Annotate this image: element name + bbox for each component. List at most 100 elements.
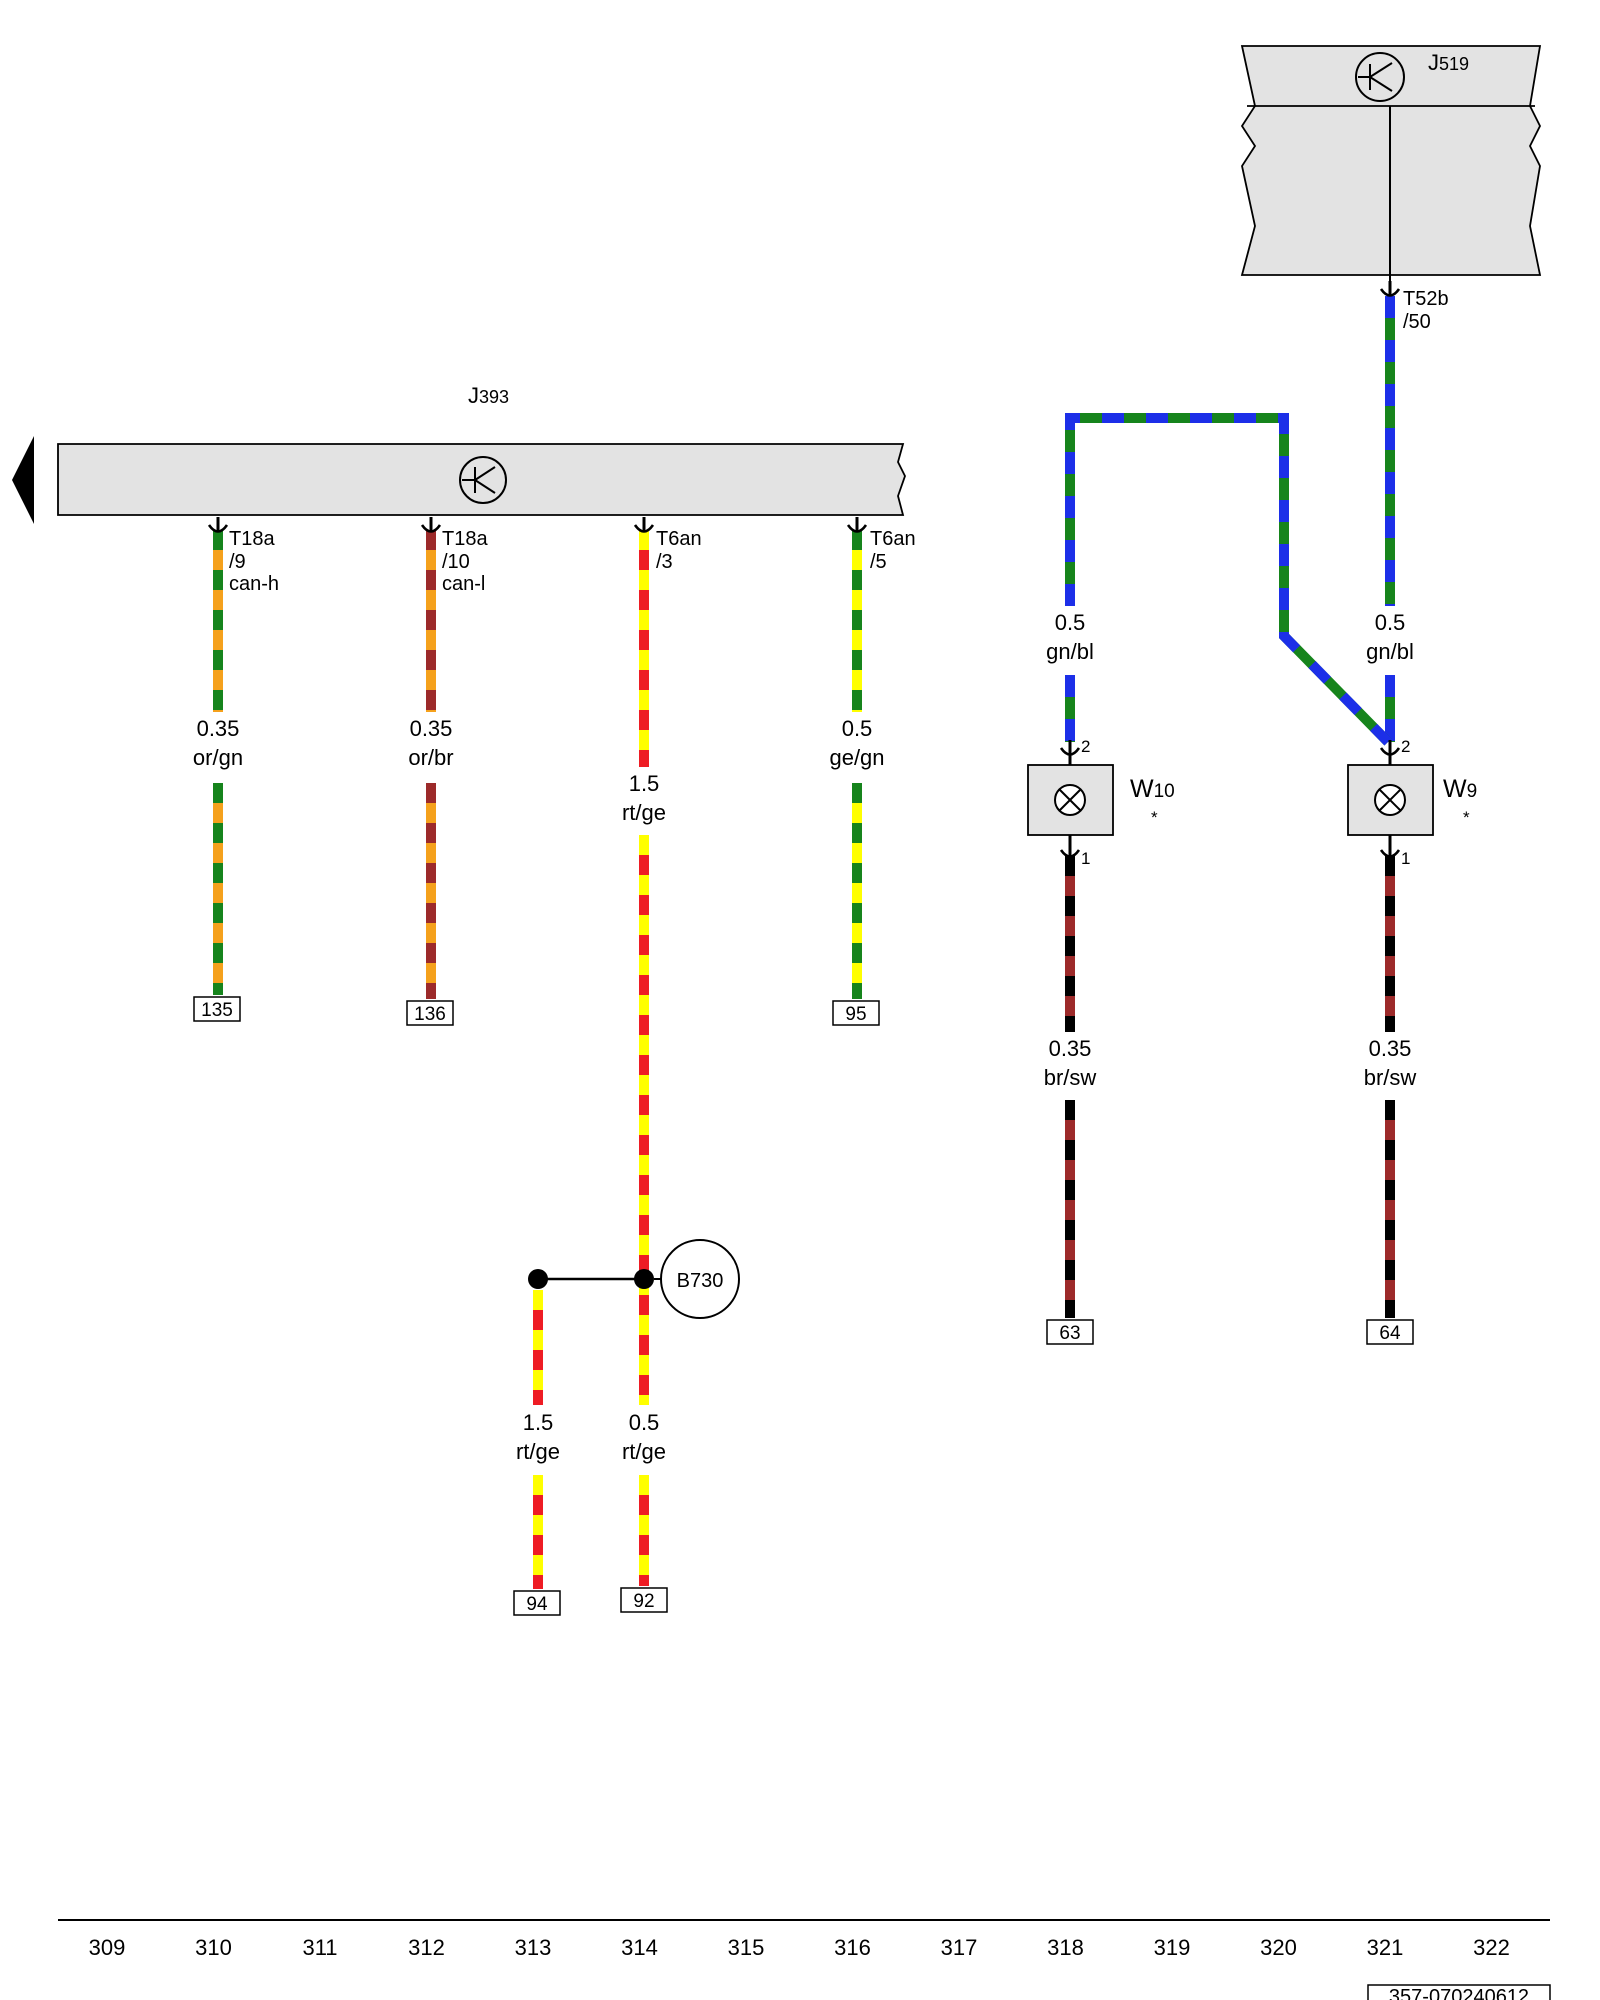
- j393-control-unit[interactable]: J393: [12, 383, 906, 524]
- svg-text:/3: /3: [656, 551, 673, 573]
- ruler-label: 310: [195, 1935, 232, 1960]
- ruler-label: 321: [1367, 1935, 1404, 1960]
- connector-t18a-9[interactable]: T18a /9 can-h: [229, 528, 279, 595]
- svg-text:0.35: 0.35: [197, 716, 240, 741]
- lamp-w10-icon: [1054, 784, 1086, 816]
- wires-layer: [213, 296, 1395, 1589]
- svg-text:/9: /9: [229, 551, 246, 573]
- terminal-94[interactable]: 94: [513, 1590, 561, 1616]
- connector-icon-t18a-9: [207, 517, 229, 533]
- connector-t6an-3[interactable]: T6an /3: [656, 528, 702, 573]
- j519-label: J519: [1428, 50, 1469, 75]
- ruler-label: 313: [515, 1935, 552, 1960]
- wire-label-rt-ge-branch: 1.5 rt/ge: [516, 1410, 560, 1464]
- svg-text:136: 136: [414, 1004, 446, 1025]
- svg-text:63: 63: [1059, 1323, 1080, 1344]
- wire-label-br-sw-right: 0.35 br/sw: [1364, 1036, 1417, 1090]
- connector-t52b-50[interactable]: T52b /50: [1403, 288, 1449, 333]
- terminal-95[interactable]: 95: [832, 1000, 880, 1026]
- svg-text:rt/ge: rt/ge: [516, 1439, 560, 1464]
- j393-label: J393: [468, 383, 509, 408]
- wire-label-rt-ge-main: 1.5 rt/ge: [622, 771, 666, 825]
- ruler-label: 315: [728, 1935, 765, 1960]
- wire-label-ge-gn: 0.5 ge/gn: [829, 716, 884, 770]
- svg-text:0.35: 0.35: [410, 716, 453, 741]
- ruler-label: 319: [1154, 1935, 1191, 1960]
- svg-text:gn/bl: gn/bl: [1046, 639, 1094, 664]
- svg-text:can-l: can-l: [442, 573, 485, 595]
- w9-note: *: [1463, 808, 1470, 827]
- ruler-label: 309: [89, 1935, 126, 1960]
- connector-icon-t6an-3: [633, 517, 655, 533]
- ruler-label: 317: [941, 1935, 978, 1960]
- ruler-label: 318: [1047, 1935, 1084, 1960]
- lamp-w10[interactable]: W10 *: [1027, 764, 1175, 836]
- ruler-label: 320: [1260, 1935, 1297, 1960]
- svg-text:0.35: 0.35: [1049, 1036, 1092, 1061]
- svg-text:or/br: or/br: [408, 745, 453, 770]
- svg-text:T6an: T6an: [656, 528, 702, 550]
- connector-icon-t52b-50: [1379, 281, 1401, 297]
- svg-text:92: 92: [633, 1591, 654, 1612]
- svg-text:0.5: 0.5: [842, 716, 873, 741]
- svg-text:95: 95: [845, 1004, 866, 1025]
- svg-text:64: 64: [1379, 1323, 1401, 1344]
- ruler-label: 314: [621, 1935, 658, 1960]
- lamp-w9-icon: [1374, 784, 1406, 816]
- terminal-64[interactable]: 64: [1366, 1319, 1414, 1345]
- terminal-92[interactable]: 92: [620, 1587, 668, 1613]
- w10-pin-2: 2: [1081, 737, 1090, 756]
- svg-text:rt/ge: rt/ge: [622, 800, 666, 825]
- svg-text:br/sw: br/sw: [1364, 1065, 1417, 1090]
- w9-label: W9: [1443, 775, 1477, 803]
- ruler-label: 311: [302, 1935, 337, 1960]
- svg-text:0.35: 0.35: [1369, 1036, 1412, 1061]
- w9-pin-2: 2: [1401, 737, 1410, 756]
- svg-text:0.5: 0.5: [629, 1410, 660, 1435]
- connector-t18a-10[interactable]: T18a /10 can-l: [442, 528, 488, 595]
- svg-text:/10: /10: [442, 551, 470, 573]
- svg-text:1.5: 1.5: [629, 771, 660, 796]
- wire-label-rt-ge-lower: 0.5 rt/ge: [622, 1410, 666, 1464]
- j519-transistor-icon: [1355, 52, 1405, 102]
- wire-label-br-sw-left: 0.35 br/sw: [1044, 1036, 1097, 1090]
- wire-label-gn-bl-right: 0.5 gn/bl: [1366, 610, 1414, 664]
- svg-text:1.5: 1.5: [523, 1410, 554, 1435]
- lamp-w9[interactable]: W9 *: [1347, 764, 1477, 836]
- ruler-label: 322: [1473, 1935, 1510, 1960]
- svg-text:357-070240612: 357-070240612: [1389, 1986, 1529, 2000]
- ruler-label: 316: [834, 1935, 871, 1960]
- svg-text:94: 94: [526, 1594, 548, 1615]
- svg-text:135: 135: [201, 1000, 233, 1021]
- w10-pin-1: 1: [1081, 849, 1090, 868]
- j519-control-unit[interactable]: J519: [1240, 45, 1542, 282]
- connector-icon-t6an-5: [846, 517, 868, 533]
- w9-pin-1: 1: [1401, 849, 1410, 868]
- connector-icon-t18a-10: [420, 517, 442, 533]
- ruler: 309 310 311 312 313 314 315 316 317 318 319 320 321 3…: [89, 1935, 1510, 1960]
- svg-text:0.5: 0.5: [1375, 610, 1406, 635]
- w10-label: W10: [1130, 775, 1175, 803]
- svg-text:T52b: T52b: [1403, 288, 1449, 310]
- svg-text:0.5: 0.5: [1055, 610, 1086, 635]
- svg-text:rt/ge: rt/ge: [622, 1439, 666, 1464]
- svg-text:can-h: can-h: [229, 573, 279, 595]
- svg-text:/50: /50: [1403, 311, 1431, 333]
- svg-text:ge/gn: ge/gn: [829, 745, 884, 770]
- connector-t6an-5[interactable]: T6an /5: [870, 528, 916, 573]
- junction-b730[interactable]: B730: [528, 1239, 740, 1319]
- b730-label: B730: [677, 1270, 724, 1292]
- terminal-63[interactable]: 63: [1046, 1319, 1094, 1345]
- wire-gn-bl-loop: [1065, 413, 1392, 746]
- svg-text:gn/bl: gn/bl: [1366, 639, 1414, 664]
- ruler-label: 312: [408, 1935, 445, 1960]
- document-id: 357-070240612: [1367, 1984, 1551, 2000]
- svg-text:/5: /5: [870, 551, 887, 573]
- w10-note: *: [1151, 808, 1158, 827]
- terminal-135[interactable]: 135: [193, 996, 241, 1022]
- wire-label-or-gn: 0.35 or/gn: [193, 716, 243, 770]
- svg-text:br/sw: br/sw: [1044, 1065, 1097, 1090]
- wire-label-or-br: 0.35 or/br: [408, 716, 453, 770]
- terminal-136[interactable]: 136: [406, 1000, 454, 1026]
